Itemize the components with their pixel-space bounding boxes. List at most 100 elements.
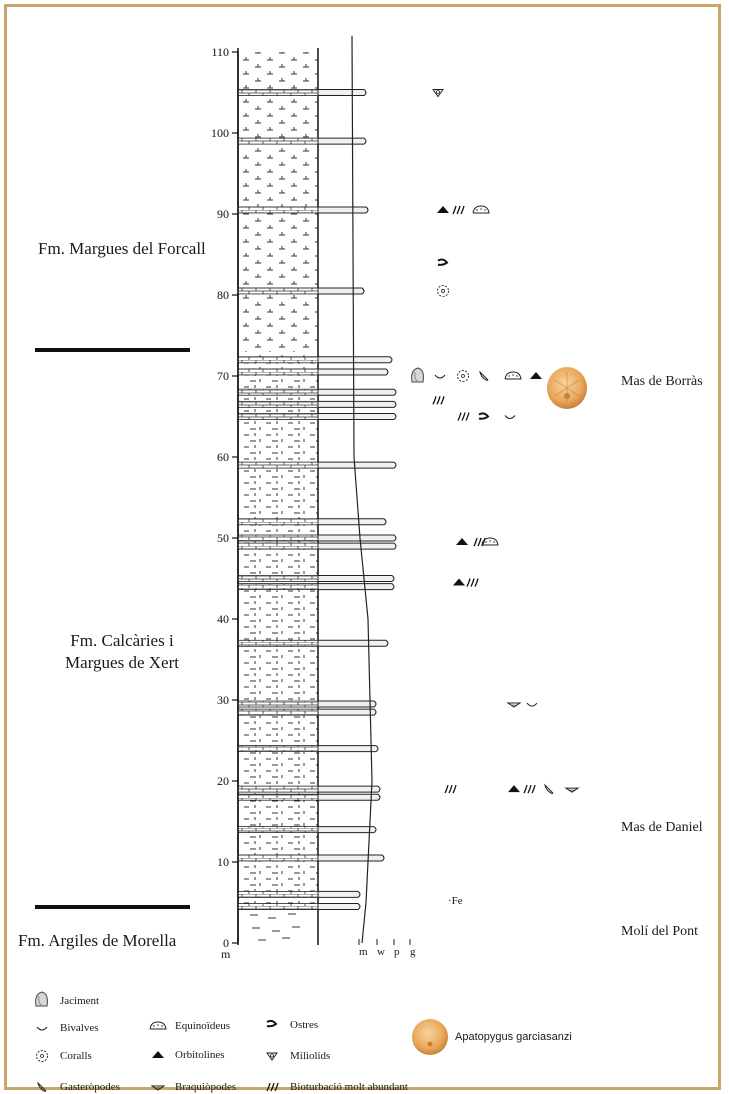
limestone-bed: [237, 356, 319, 364]
fe-label: ·Fe: [448, 895, 463, 907]
limestone-bed: [237, 400, 319, 408]
legend-jaciment: Jaciment: [60, 995, 100, 1007]
limestone-bed: [237, 388, 319, 396]
axis-tick-label: 80: [217, 288, 229, 302]
limestone-bed: [237, 891, 319, 898]
limestone-bed: [237, 700, 319, 708]
limestone-bed: [237, 542, 319, 550]
fossil-markers: [411, 89, 580, 794]
limestone-bed: [237, 785, 319, 793]
brachiopod-icon: [506, 702, 522, 708]
bioturbation-icon: [444, 784, 457, 794]
axis-tick-label: 20: [217, 774, 229, 788]
bed-profile: [317, 575, 395, 582]
formation-boundaries: [35, 348, 190, 909]
bed-profile: [317, 413, 397, 420]
bioturbation-icon: [457, 412, 470, 421]
bed-profile: [317, 826, 377, 834]
bed-profile: [317, 137, 367, 145]
axis-tick-label: 40: [217, 612, 229, 626]
bivalve-icon: [504, 415, 516, 419]
grain-label-m: m: [359, 946, 368, 958]
orbitoline-icon: [456, 538, 468, 546]
bed-profile: [317, 639, 389, 647]
bed-profile: [317, 287, 365, 295]
limestone-bed: [237, 461, 319, 469]
bioturbation-icon: [452, 205, 465, 215]
oyster-icon: [478, 412, 490, 420]
limestone-bed: [237, 413, 319, 420]
echinoid-icon: [472, 205, 490, 214]
orbitoline-icon: [530, 372, 542, 379]
coral-icon: [457, 370, 469, 382]
legend-ostres: Ostres: [290, 1019, 319, 1031]
axis-tick-label: 60: [217, 450, 229, 464]
gastropod-icon: [544, 783, 554, 794]
bed-profile: [317, 903, 361, 911]
axis-tick-label: 90: [217, 207, 229, 221]
legend-coralls: Coralls: [60, 1050, 92, 1062]
forcall-marls: [238, 52, 318, 352]
limestone-bed: [237, 89, 319, 96]
bed-profile: [317, 583, 395, 591]
oyster-icon: [437, 258, 449, 266]
axis-tick-label: 110: [211, 45, 229, 59]
legend-species: Apatopygus garciasanzi: [455, 1031, 572, 1043]
bed-profile: [317, 542, 397, 550]
axis-tick-label: 10: [217, 855, 229, 869]
legend-gasteropodes: Gasteròpodes: [60, 1081, 120, 1093]
locality-mas-de-borras: Mas de Borràs: [621, 374, 703, 389]
limestone-bed: [237, 639, 319, 647]
legend-orbitolines: Orbitolines: [175, 1049, 225, 1061]
grain-label-p: p: [394, 946, 400, 958]
limestone-bed: [237, 518, 319, 526]
bed-profile: [317, 854, 385, 862]
limestone-bed: [237, 534, 319, 542]
legend-braquiopodes: Braquiòpodes: [175, 1081, 237, 1093]
axis-tick-label: 0: [223, 936, 229, 950]
limestone-bed: [237, 137, 319, 145]
bed-profile: [317, 745, 379, 753]
orbitoline-icon: [508, 785, 520, 793]
brachiopod-icon: [564, 787, 580, 793]
grain-label-g: g: [410, 946, 416, 958]
grain-label-w: w: [377, 946, 385, 958]
orbitoline-icon: [437, 205, 449, 213]
limestone-bed: [237, 745, 319, 752]
echinoid-icon: [481, 537, 499, 546]
bed-profile: [317, 89, 367, 96]
axis-tick-label: 100: [211, 126, 229, 140]
gastropod-icon: [479, 370, 489, 381]
xert-marls: [238, 352, 318, 907]
formation-forcall: Fm. Margues del Forcall: [38, 239, 206, 258]
morella-dashes: [250, 913, 300, 941]
bed-profile: [317, 700, 377, 708]
coral-icon: [437, 285, 449, 297]
bed-profile: [317, 206, 369, 214]
legend-bivalves: Bivalves: [60, 1022, 99, 1034]
bed-profile: [317, 793, 381, 801]
limestone-bed: [237, 854, 319, 862]
figure-frame: [4, 4, 721, 1090]
bioturbation-icon: [466, 578, 479, 587]
lithology-column: [237, 48, 319, 945]
axis-tick-label: 70: [217, 369, 229, 383]
site-icon: [411, 367, 424, 383]
bed-profile: [317, 356, 393, 364]
echinoid-specimen-large: [547, 367, 587, 409]
limestone-bed: [237, 368, 319, 376]
bed-profile: [317, 461, 397, 469]
locality-moli-del-pont: Molí del Pont: [621, 924, 699, 939]
fe-text: Fe: [451, 895, 463, 907]
bed-profile: [317, 518, 387, 526]
limestone-bed: [237, 287, 319, 295]
profile-edge: [351, 35, 373, 944]
morella-clays: [238, 907, 318, 945]
legend-equinoideus: Equinoïdeus: [175, 1020, 230, 1032]
echinoid-icon: [504, 371, 522, 380]
legend-bioturbacio: Bioturbació molt abundant: [290, 1081, 408, 1093]
bed-profile: [317, 785, 381, 793]
